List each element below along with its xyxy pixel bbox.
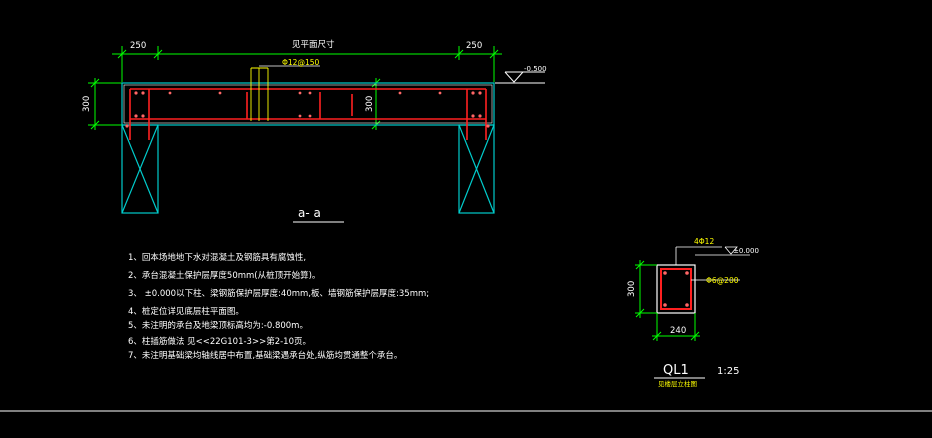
ql1-subtitle: 见楼层立柱图 — [658, 379, 697, 388]
dim-middle-text: 见平面尺寸 — [292, 39, 335, 50]
beam-rebar — [129, 88, 487, 140]
ql1-stirrup — [660, 268, 692, 310]
note-line-5: 5、未注明的承台及地梁顶标高均为:-0.800m。 — [128, 320, 308, 331]
ql1-detail: 4Φ12 ±0.000 Φ6@200 300 240 QL1 1:25 见楼层立… — [627, 237, 759, 388]
ql1-width-text: 240 — [670, 326, 686, 336]
elevation-marker — [495, 71, 545, 84]
top-dimension — [112, 46, 502, 82]
note-line-4: 4、桩定位详见底层柱平面图。 — [128, 306, 244, 317]
section-title: a- a — [298, 206, 321, 220]
elevation-text: -0.500 — [524, 65, 547, 73]
note-line-7: 7、未注明基础梁均轴线居中布置,基础梁遇承台处,纵筋均贯通整个承台。 — [128, 350, 402, 361]
ql1-leaders — [675, 246, 750, 281]
ql1-name: QL1 — [663, 363, 689, 378]
ql1-rebar-top: 4Φ12 — [694, 237, 714, 246]
left-pile — [121, 124, 159, 214]
rebar-top-label: Φ12@150 — [282, 58, 319, 67]
construction-notes: 1、回本场地地下水对混凝土及钢筋具有腐蚀性, 2、承台混凝土保护层厚度50mm(… — [128, 252, 429, 361]
ql1-elevation: ±0.000 — [733, 247, 759, 255]
beam-outline — [121, 82, 495, 126]
section-a-a: 250 见平面尺寸 250 -0.500 300 300 — [82, 39, 547, 223]
note-line-3: 3、 ±0.000以下柱、梁钢筋保护层厚度:40mm,板、墙钢筋保护层厚度:35… — [128, 288, 429, 299]
note-line-1: 1、回本场地地下水对混凝土及钢筋具有腐蚀性, — [128, 252, 306, 263]
left-height-dimension — [88, 78, 122, 130]
dim-left-text: 250 — [130, 41, 146, 51]
ql1-scale: 1:25 — [717, 366, 739, 377]
ql1-width-dimension — [652, 313, 700, 341]
right-pile — [458, 124, 495, 214]
height-mid-text: 300 — [365, 96, 375, 112]
pier-column — [250, 67, 269, 121]
height-left-text: 300 — [82, 96, 92, 112]
dim-right-text: 250 — [466, 41, 482, 51]
ql1-height-text: 300 — [627, 281, 637, 297]
note-line-2: 2、承台混凝土保护层厚度50mm(从桩顶开始算)。 — [128, 270, 320, 281]
rebar-dots — [125, 91, 490, 128]
ql1-stirrup-label: Φ6@200 — [706, 276, 739, 285]
ql1-rebar-dots — [663, 271, 689, 307]
ql1-outline — [656, 264, 696, 314]
note-line-6: 6、柱插筋做法 见<<22G101-3>>第2-10页。 — [128, 336, 311, 347]
beam-outline-inner — [123, 84, 493, 124]
ql1-height-dimension — [635, 260, 657, 318]
